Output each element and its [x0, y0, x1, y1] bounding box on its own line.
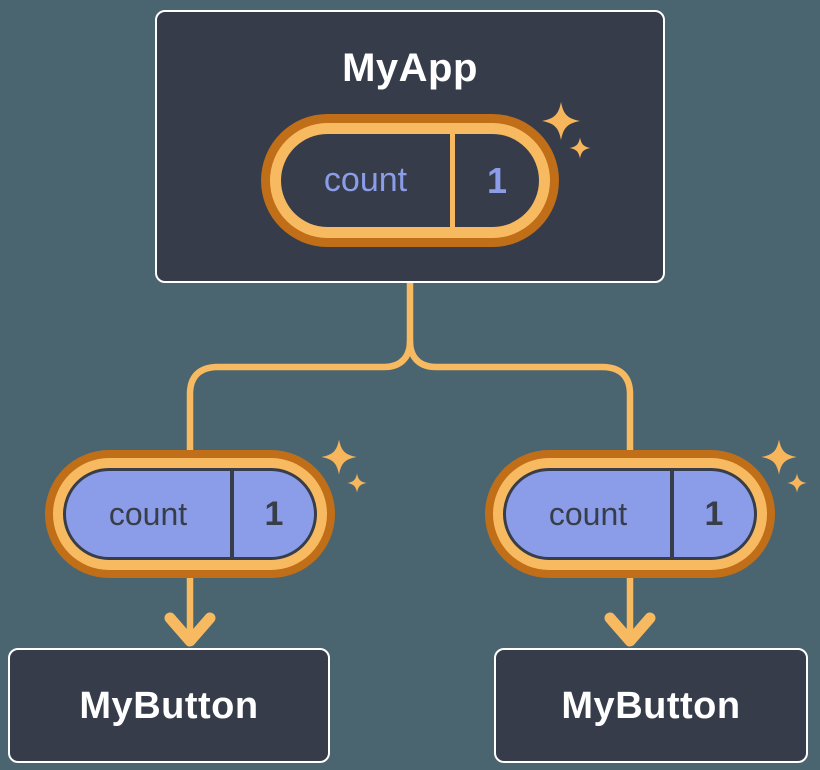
state-value: 1	[450, 134, 539, 227]
component-title: MyApp	[342, 46, 478, 90]
connector-branch-left	[186, 340, 414, 452]
arrow-down-icon	[164, 612, 216, 647]
arrow-down-icon	[604, 612, 656, 647]
prop-pill-body: count 1	[503, 468, 757, 560]
state-pill: count 1	[261, 114, 559, 247]
state-pill-body: count 1	[281, 134, 539, 227]
state-name: count	[323, 161, 408, 199]
sparkle-icon	[787, 473, 807, 493]
prop-value: 1	[230, 471, 314, 557]
component-title: MyButton	[79, 684, 259, 727]
sparkle-icon	[347, 473, 367, 493]
prop-pill-right: count 1	[485, 450, 775, 578]
state-pill-ring: count 1	[270, 123, 550, 238]
component-box-mybutton-left: MyButton	[8, 648, 330, 763]
prop-pill-ring: count 1	[53, 458, 327, 570]
prop-pill-ring: count 1	[493, 458, 767, 570]
sparkle-icon	[321, 439, 357, 475]
sparkle-icon	[761, 439, 797, 475]
component-title: MyButton	[561, 684, 741, 727]
component-box-myapp: MyApp count 1	[155, 10, 665, 283]
prop-value: 1	[670, 471, 754, 557]
prop-name: count	[548, 495, 628, 532]
component-box-mybutton-right: MyButton	[494, 648, 808, 763]
prop-pill-body: count 1	[63, 468, 317, 560]
prop-pill-left: count 1	[45, 450, 335, 578]
prop-name: count	[108, 495, 188, 532]
connector-branch-right	[406, 340, 634, 452]
